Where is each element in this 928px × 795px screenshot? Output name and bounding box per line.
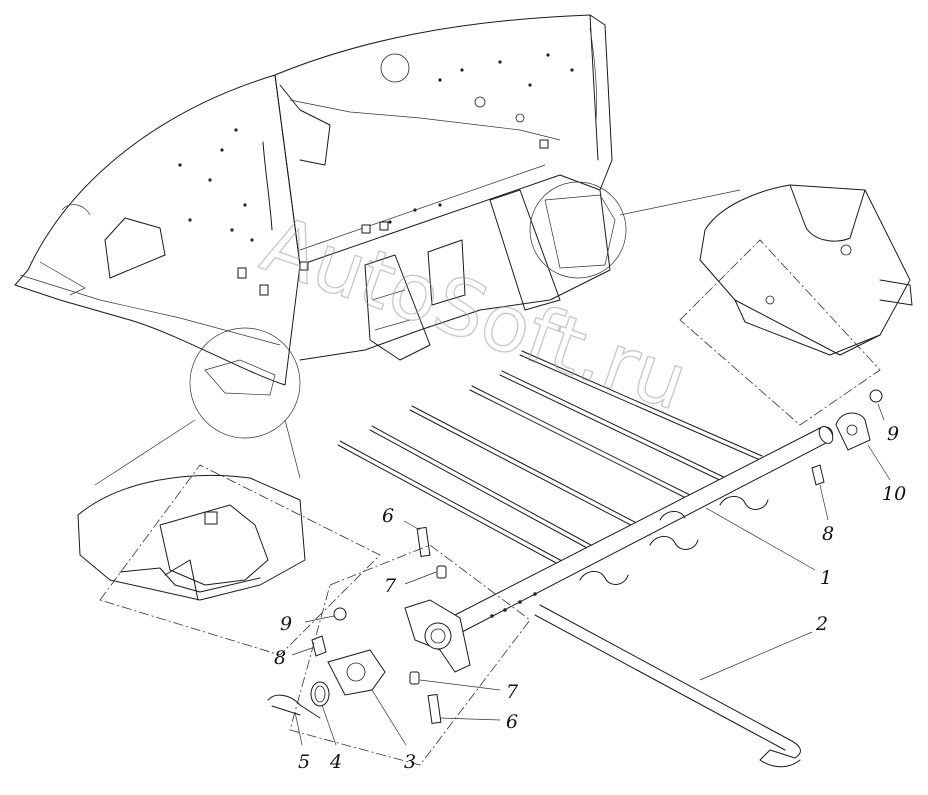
detail-view-right bbox=[619, 184, 913, 426]
part-label-9-right: 9 bbox=[887, 423, 899, 445]
part-label-1: 1 bbox=[820, 567, 832, 589]
watermark: AutoSoft.ru bbox=[251, 200, 698, 429]
right-clamp bbox=[811, 389, 883, 486]
part-label-6-lower: 6 bbox=[506, 711, 518, 733]
part-label-3: 3 bbox=[404, 751, 416, 773]
part-label-4: 4 bbox=[329, 751, 342, 773]
part-label-7-lower: 7 bbox=[506, 681, 519, 703]
part-labels: 1 2 3 4 5 6 6 7 7 8 8 9 9 10 bbox=[274, 423, 906, 773]
bracket-assembly bbox=[267, 526, 531, 766]
main-tube bbox=[454, 426, 834, 633]
detail-view-left bbox=[77, 419, 381, 656]
rods bbox=[337, 350, 801, 768]
part-label-10: 10 bbox=[882, 483, 906, 505]
machine-frame bbox=[14, 14, 627, 439]
panel-holes bbox=[178, 53, 574, 242]
part-label-8-right: 8 bbox=[822, 523, 834, 545]
part-label-8-left: 8 bbox=[274, 647, 286, 669]
part-label-7-upper: 7 bbox=[384, 575, 397, 597]
part-label-9-left: 9 bbox=[280, 613, 292, 635]
leader-lines bbox=[291, 403, 891, 746]
part-label-2: 2 bbox=[815, 613, 828, 635]
part-label-5: 5 bbox=[298, 751, 310, 773]
part-label-6-upper: 6 bbox=[382, 505, 394, 527]
